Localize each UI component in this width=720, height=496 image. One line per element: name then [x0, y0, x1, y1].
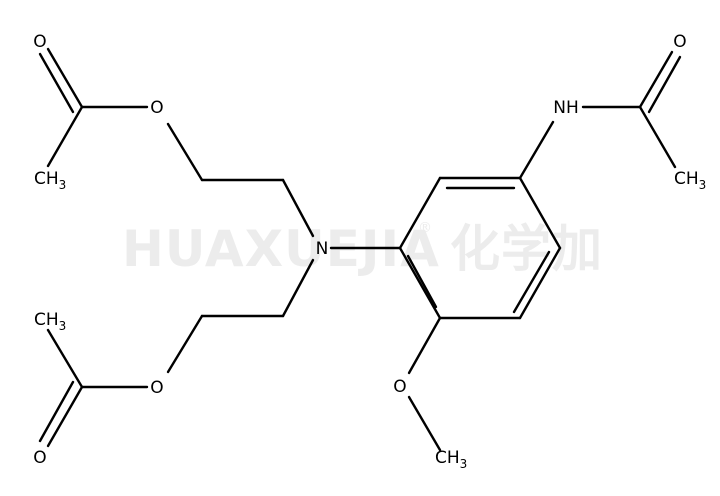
- bond-c-ch3-bottom: [46, 328, 84, 389]
- atom-o-amide: O: [673, 32, 686, 52]
- atom-labels: N NH O O O O O O CH3 CH3 CH3 CH3: [33, 32, 706, 471]
- bond-ring-5-inner: [406, 254, 438, 309]
- bond-ring-o-methoxy: [407, 316, 442, 375]
- atom-o-carbonyl-top: O: [33, 32, 46, 52]
- bond-ring-nh: [518, 120, 555, 180]
- methyl-ch3-amide: CH3: [674, 169, 706, 192]
- bond-c-o-double-bottom-a: [46, 385, 84, 448]
- bond-ring-6: [398, 176, 442, 250]
- watermark-cn-text: 化学加: [450, 220, 603, 278]
- bond-n-ch2-top: [281, 178, 315, 238]
- bond-ring-5: [398, 246, 442, 320]
- atom-o-methoxy: O: [393, 377, 406, 397]
- bond-ring-2: [518, 176, 562, 250]
- bond-o-ch3-methoxy: [407, 395, 442, 452]
- bond-ch2-o-bottom: [166, 314, 204, 374]
- atom-nh: NH: [553, 98, 579, 118]
- methyl-ch3-bottom-left: CH3: [34, 310, 66, 333]
- bond-c-ch3-amide: [638, 105, 677, 169]
- bond-c-o-double-amide-a: [638, 50, 674, 109]
- bond-n-ch2-bottom: [281, 258, 315, 318]
- bond-c-o-double-amide-b: [647, 55, 682, 114]
- atom-o-ester-bottom: O: [150, 378, 163, 398]
- bond-ring-3-inner: [512, 250, 551, 314]
- bond-ring-3: [518, 246, 562, 320]
- bonds: [38, 47, 682, 452]
- bond-c-o-double-bottom-b: [38, 380, 75, 443]
- atom-o-ester-top: O: [150, 98, 163, 118]
- atom-n-center: N: [316, 239, 329, 259]
- methyl-ch3-top-left: CH3: [34, 169, 66, 192]
- bond-c-ch3-top: [46, 105, 84, 168]
- bond-c-o-double-top-b: [38, 52, 75, 114]
- watermark-registered-mark: ®: [418, 220, 432, 236]
- bond-ch2-o-top: [166, 122, 204, 182]
- methyl-ch3-methoxy: CH3: [435, 448, 467, 471]
- bond-c-o-double-top-a: [46, 47, 84, 109]
- atom-o-carbonyl-bottom: O: [33, 448, 46, 468]
